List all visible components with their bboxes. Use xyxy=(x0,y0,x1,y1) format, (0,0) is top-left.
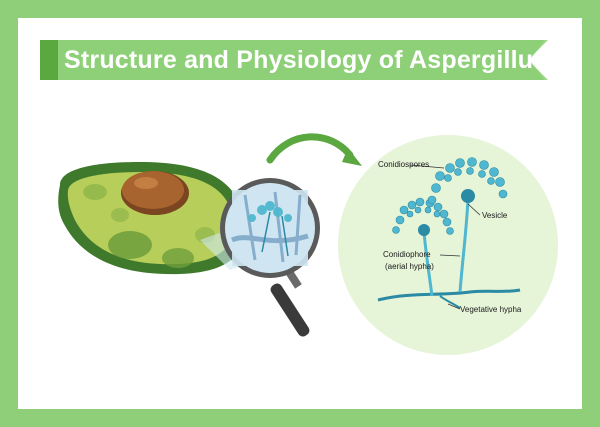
leader-lines xyxy=(409,164,481,310)
banner-accent xyxy=(40,40,58,80)
vegetative-hypha-structure xyxy=(377,288,521,302)
title-banner xyxy=(40,40,548,80)
curved-arrow-icon xyxy=(266,133,362,166)
conidiospores-left xyxy=(392,197,454,235)
label-vegetative-hypha: Vegetative hypha xyxy=(460,305,522,314)
vesicle-left xyxy=(418,224,430,236)
moldy-avocado-illustration xyxy=(58,162,245,275)
vesicle-right xyxy=(461,189,475,203)
aspergillus-illustration xyxy=(377,157,521,310)
label-conidiophore: Conidiophore xyxy=(383,250,431,259)
label-conidiophore-sub: (aerial hypha) xyxy=(385,262,434,271)
conidiospores-right xyxy=(427,157,508,205)
page-title: Structure and Physiology of Aspergillus xyxy=(64,46,548,74)
label-conidiospores: Conidiospores xyxy=(378,160,430,169)
conidiophore-left xyxy=(422,231,434,297)
magnifying-glass-icon xyxy=(220,178,320,337)
conidiophore-right xyxy=(458,199,470,293)
label-vesicle: Vesicle xyxy=(482,211,508,220)
